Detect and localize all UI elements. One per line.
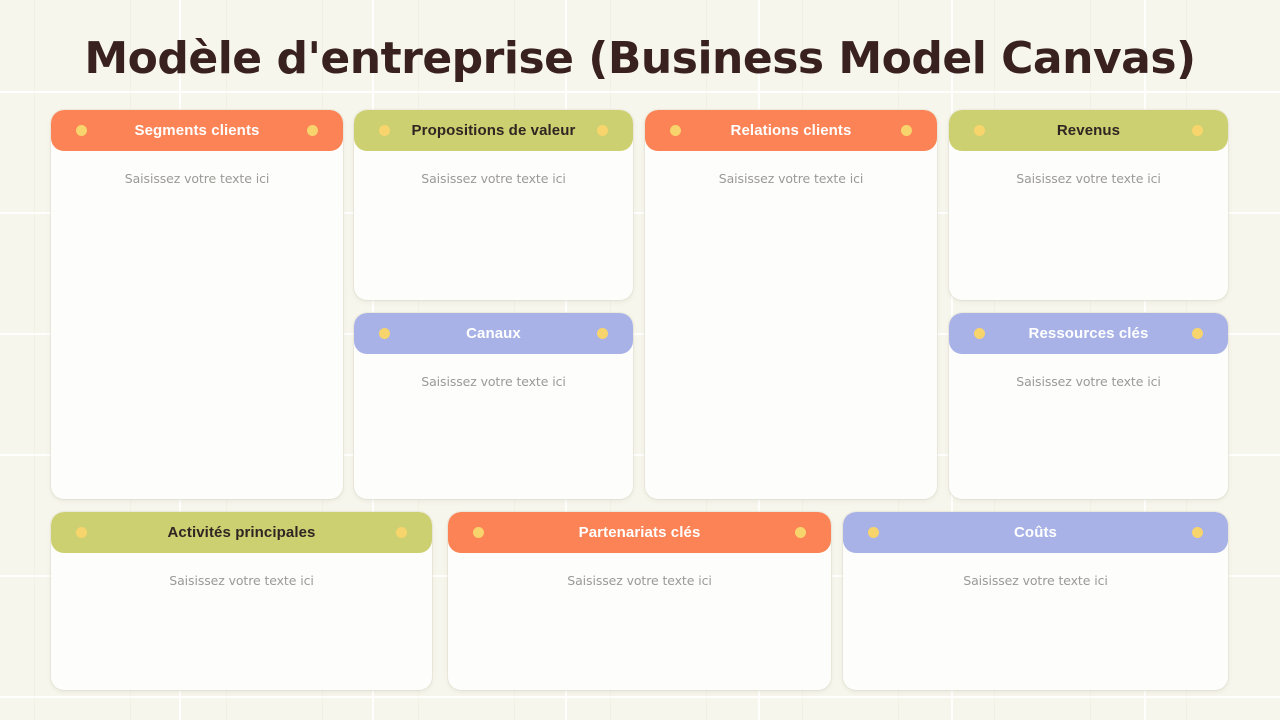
card-body-revenue[interactable]: Saisissez votre texte ici [949,151,1228,300]
dot-icon [379,125,390,136]
card-customer-relations[interactable]: Relations clients Saisissez votre texte … [645,110,937,499]
card-revenue[interactable]: Revenus Saisissez votre texte ici [949,110,1228,300]
dot-icon [76,527,87,538]
card-key-partners[interactable]: Partenariats clés Saisissez votre texte … [448,512,831,690]
dot-icon [597,125,608,136]
dot-icon [307,125,318,136]
card-header-customer-relations[interactable]: Relations clients [645,110,937,151]
card-title-channels: Canaux [466,325,521,342]
card-header-key-activities[interactable]: Activités principales [51,512,432,553]
card-title-key-resources: Ressources clés [1028,325,1149,342]
card-body-key-activities[interactable]: Saisissez votre texte ici [51,553,432,690]
card-header-key-partners[interactable]: Partenariats clés [448,512,831,553]
page-title: Modèle d'entreprise (Business Model Canv… [84,33,1196,84]
card-value-propositions[interactable]: Propositions de valeur Saisissez votre t… [354,110,633,300]
dot-icon [974,125,985,136]
dot-icon [868,527,879,538]
dot-icon [473,527,484,538]
card-title-costs: Coûts [1014,524,1057,541]
card-title-value-propositions: Propositions de valeur [411,122,576,139]
dot-icon [76,125,87,136]
placeholder-text: Saisissez votre texte ici [421,374,566,389]
card-title-key-partners: Partenariats clés [578,524,701,541]
card-body-key-resources[interactable]: Saisissez votre texte ici [949,354,1228,499]
dot-icon [1192,527,1203,538]
card-body-costs[interactable]: Saisissez votre texte ici [843,553,1228,690]
placeholder-text: Saisissez votre texte ici [567,573,712,588]
dot-icon [1192,328,1203,339]
placeholder-text: Saisissez votre texte ici [1016,374,1161,389]
card-body-value-propositions[interactable]: Saisissez votre texte ici [354,151,633,300]
dot-icon [795,527,806,538]
card-header-value-propositions[interactable]: Propositions de valeur [354,110,633,151]
card-key-resources[interactable]: Ressources clés Saisissez votre texte ic… [949,313,1228,499]
placeholder-text: Saisissez votre texte ici [963,573,1108,588]
placeholder-text: Saisissez votre texte ici [124,171,270,186]
card-title-key-activities: Activités principales [167,524,316,541]
dot-icon [597,328,608,339]
card-customer-segments[interactable]: Segments clients Saisissez votre texte i… [51,110,343,499]
card-body-key-partners[interactable]: Saisissez votre texte ici [448,553,831,690]
dot-icon [396,527,407,538]
card-title-revenue: Revenus [1056,122,1121,139]
card-header-channels[interactable]: Canaux [354,313,633,354]
placeholder-text: Saisissez votre texte ici [1016,171,1161,186]
placeholder-text: Saisissez votre texte ici [421,171,566,186]
card-key-activities[interactable]: Activités principales Saisissez votre te… [51,512,432,690]
card-header-revenue[interactable]: Revenus [949,110,1228,151]
card-header-customer-segments[interactable]: Segments clients [51,110,343,151]
card-header-key-resources[interactable]: Ressources clés [949,313,1228,354]
card-costs[interactable]: Coûts Saisissez votre texte ici [843,512,1228,690]
placeholder-text: Saisissez votre texte ici [169,573,314,588]
card-body-customer-relations[interactable]: Saisissez votre texte ici [645,151,937,499]
dot-icon [1192,125,1203,136]
dot-icon [974,328,985,339]
dot-icon [379,328,390,339]
placeholder-text: Saisissez votre texte ici [718,171,864,186]
card-header-costs[interactable]: Coûts [843,512,1228,553]
card-title-customer-segments: Segments clients [134,122,260,139]
dot-icon [901,125,912,136]
dot-icon [670,125,681,136]
card-channels[interactable]: Canaux Saisissez votre texte ici [354,313,633,499]
card-body-customer-segments[interactable]: Saisissez votre texte ici [51,151,343,499]
card-title-customer-relations: Relations clients [730,122,852,139]
card-body-channels[interactable]: Saisissez votre texte ici [354,354,633,499]
